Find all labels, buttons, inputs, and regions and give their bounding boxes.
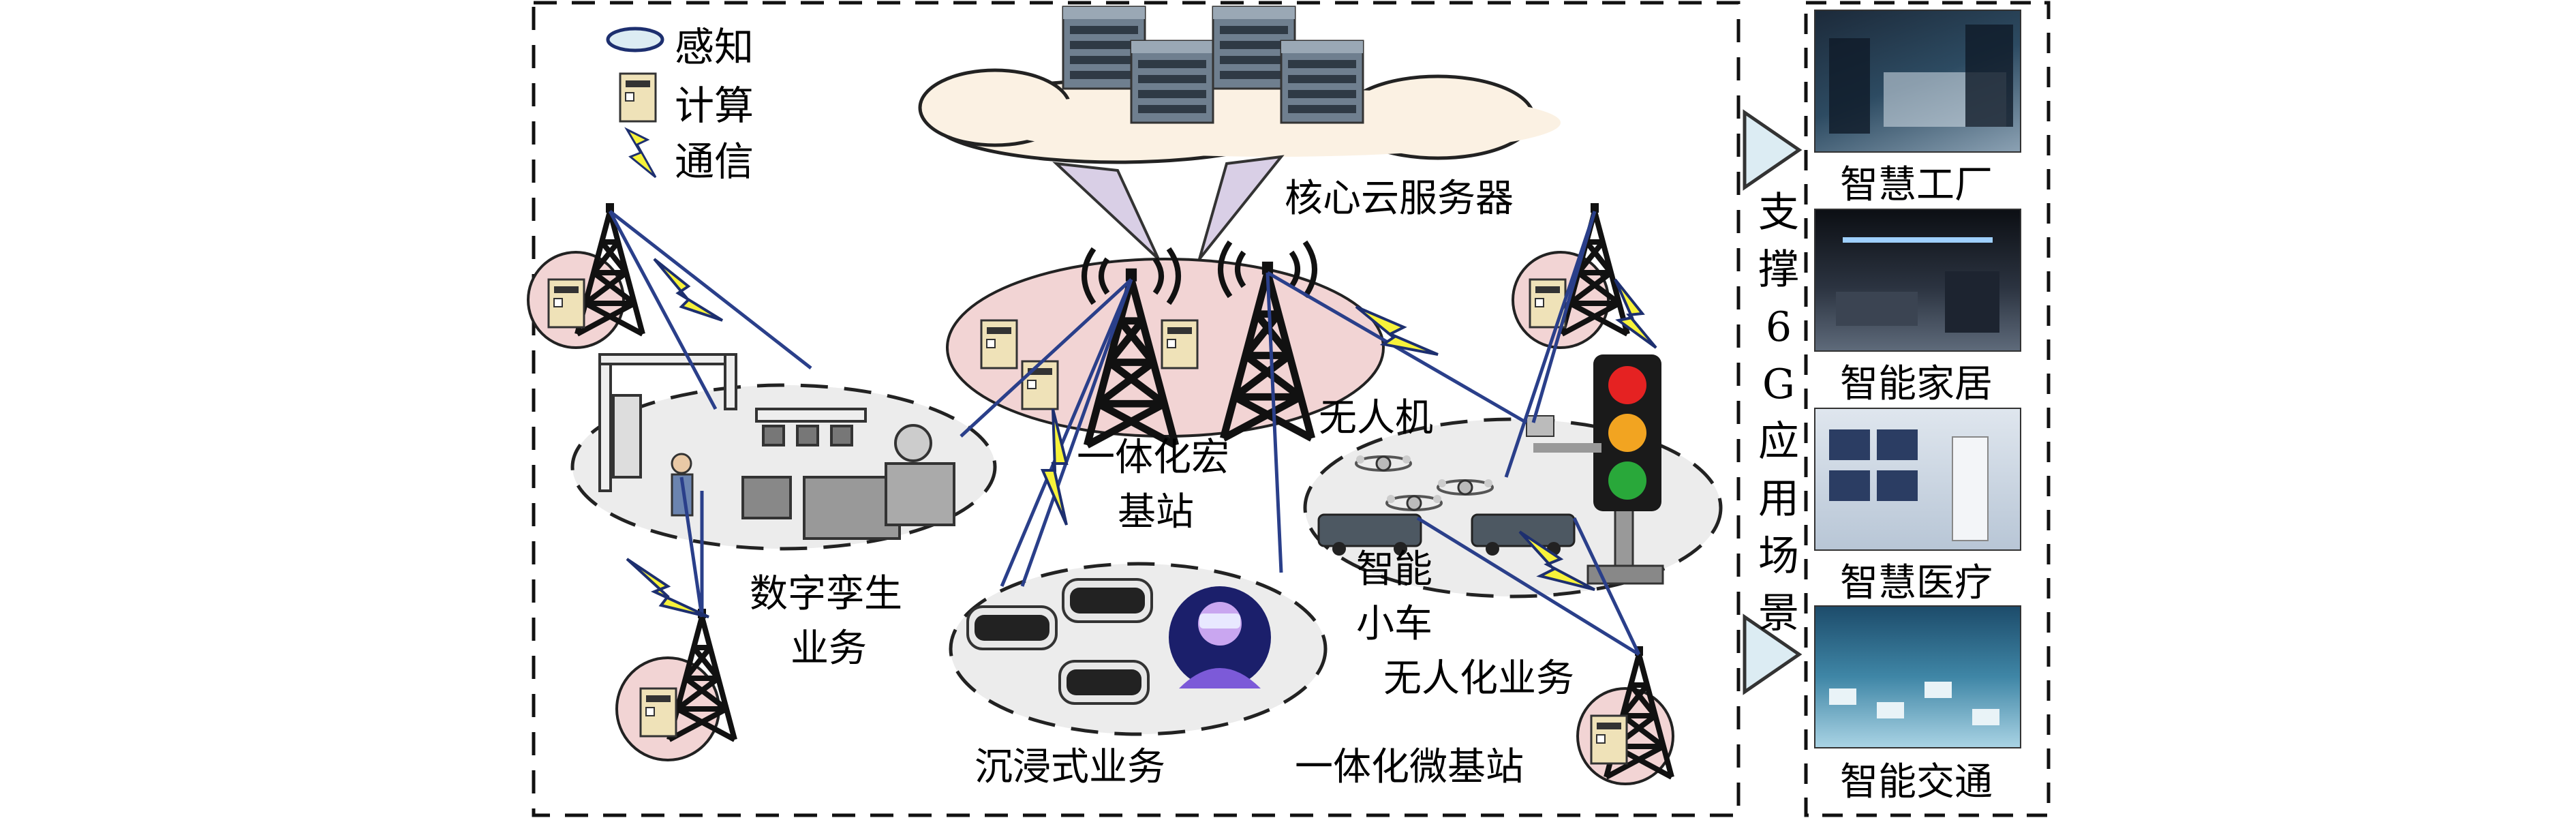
legend-perception-label: 感知	[675, 24, 754, 70]
micro-server-br	[1590, 714, 1628, 765]
macro-server-right	[1161, 319, 1199, 369]
perception-icon	[606, 27, 664, 52]
support-6g-column: 支 撑 6 G 应 用 场 景	[1751, 184, 1806, 642]
support-char: 支	[1758, 189, 1799, 237]
micro-server-tl	[547, 278, 585, 329]
support-char: 景	[1758, 590, 1799, 637]
uplink-signal	[1198, 155, 1285, 260]
macro-bs-label-line2: 基站	[1118, 490, 1194, 534]
core-cloud-label: 核心云服务器	[1285, 177, 1514, 221]
macro-server-mid	[1021, 360, 1059, 410]
smart-medical-image	[1814, 408, 2021, 551]
smart-car-label-line1: 智能	[1356, 547, 1432, 592]
main-frame	[532, 1, 1741, 817]
smart-factory-label: 智慧工厂	[1840, 163, 1993, 207]
micro-server-bl	[639, 687, 677, 738]
unmanned-label: 无人化业务	[1383, 656, 1574, 701]
immersive-label: 沉浸式业务	[975, 745, 1165, 789]
smart-medical-label: 智慧医疗	[1840, 561, 1993, 605]
support-arrows	[1743, 109, 1803, 695]
smart-factory-image	[1814, 10, 2021, 153]
cloud-shape	[918, 54, 1561, 164]
link-lines	[608, 210, 1641, 656]
smart-traffic-image	[1814, 605, 2021, 748]
macro-server-left	[980, 319, 1018, 369]
macro-signal-waves	[1082, 240, 1317, 305]
vr-headset-2	[1062, 578, 1153, 623]
digital-twin-label-line2: 业务	[791, 626, 867, 671]
comm-bolt-icon	[624, 127, 657, 179]
support-char: 撑	[1758, 246, 1799, 294]
digital-twin-label-line1: 数字孪生	[750, 572, 902, 616]
smart-home-image	[1814, 209, 2021, 352]
legend-compute-label: 计算	[675, 82, 754, 129]
traffic-light	[1526, 354, 1664, 585]
downlink-signal	[1052, 162, 1160, 260]
smart-car-label-line2: 小车	[1356, 602, 1432, 646]
vr-user-image	[1169, 586, 1271, 688]
lightning-bolts	[626, 258, 1657, 618]
support-char: 用	[1758, 475, 1799, 523]
smart-home-label: 智能家居	[1840, 362, 1993, 406]
support-char: G	[1762, 361, 1795, 408]
support-char: 场	[1758, 532, 1799, 580]
macro-bs-label-line1: 一体化宏	[1077, 436, 1229, 480]
vr-headset-3	[1058, 660, 1150, 705]
support-char: 6	[1765, 303, 1792, 351]
scenario-frame	[1804, 1, 2051, 817]
support-char: 应	[1758, 418, 1799, 466]
legend-comm-label: 通信	[675, 138, 754, 185]
vr-headset-1	[966, 605, 1058, 650]
smart-traffic-label: 智能交通	[1840, 760, 1993, 804]
factory-equipment	[598, 353, 955, 540]
compute-icon	[619, 72, 657, 123]
uav-label: 无人机	[1319, 396, 1433, 440]
micro-bs-label: 一体化微基站	[1295, 745, 1524, 789]
